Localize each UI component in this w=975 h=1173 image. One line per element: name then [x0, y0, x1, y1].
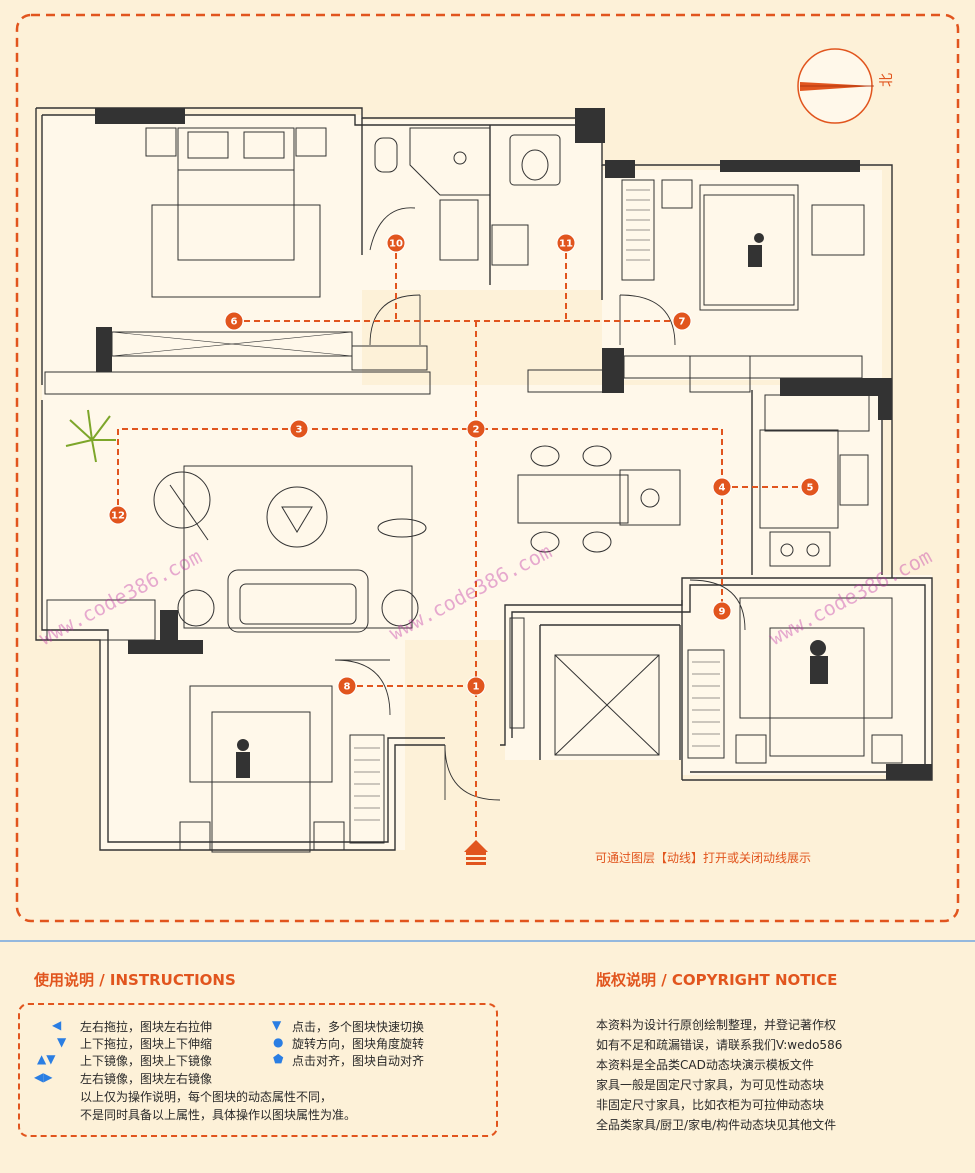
instruction-item: 左右镜像，图块左右镜像 — [80, 1072, 213, 1086]
plan-frame — [15, 13, 960, 923]
route-marker-label: 4 — [719, 483, 726, 494]
flip-vertical-icon: ▲▼ — [37, 1052, 56, 1066]
route-marker-label: 8 — [344, 682, 351, 693]
copyright-line: 非固定尺寸家具，比如衣柜为可拉伸动态块 — [596, 1098, 825, 1112]
cabinets — [44, 179, 863, 844]
copyright-line: 本资料为设计行原创绘制整理，并登记著作权 — [596, 1018, 837, 1032]
layer-hint-text: 可通过图层【动线】打开或关闭动线展示 — [595, 851, 812, 865]
route-marker-label: 5 — [807, 483, 814, 494]
circulation-lines — [117, 243, 810, 840]
route-marker-8: 8 — [337, 676, 357, 696]
master-bed — [145, 127, 327, 298]
instruction-item: 上下镜像，图块上下镜像 — [80, 1054, 213, 1068]
dining-furniture — [517, 445, 681, 553]
instruction-item: 上下拖拉，图块上下伸缩 — [80, 1037, 213, 1051]
route-marker-label: 7 — [679, 317, 686, 328]
route-marker-7: 7 — [672, 311, 692, 331]
instruction-item: 旋转方向，图块角度旋转 — [292, 1037, 425, 1051]
route-marker-label: 10 — [389, 239, 403, 250]
instruction-note: 不是同时具备以上属性，具体操作以图块属性为准。 — [80, 1108, 357, 1122]
route-marker-1: 1 — [466, 676, 486, 696]
bedroom-sw-bed — [179, 685, 345, 853]
route-marker-label: 6 — [231, 317, 238, 328]
route-marker-12: 12 — [108, 505, 128, 525]
person-icons — [236, 233, 828, 778]
route-marker-label: 2 — [473, 425, 480, 436]
arrow-left-icon: ◀ — [52, 1018, 62, 1032]
flip-horizontal-icon: ◀▶ — [34, 1070, 53, 1084]
copyright-line: 家具一般是固定尺寸家具，为可见性动态块 — [596, 1078, 825, 1092]
instruction-item: 左右拖拉，图块左右拉伸 — [80, 1020, 213, 1034]
arrow-down-icon: ▼ — [57, 1035, 67, 1049]
compass-north-icon: 北 — [797, 48, 895, 124]
route-marker-label: 11 — [559, 239, 573, 250]
svg-text:北: 北 — [879, 73, 895, 87]
copyright-line: 如有不足和疏漏错误，请联系我们V:wedo586 — [596, 1038, 843, 1052]
route-marker-9: 9 — [712, 601, 732, 621]
bathroom-fixtures — [374, 127, 561, 266]
route-marker-label: 9 — [719, 607, 726, 618]
route-marker-6: 6 — [224, 311, 244, 331]
route-marker-3: 3 — [289, 419, 309, 439]
floor-area — [42, 115, 932, 850]
instruction-item: 点击对齐，图块自动对齐 — [292, 1054, 425, 1068]
route-marker-4: 4 — [712, 477, 732, 497]
plant-icon — [65, 409, 116, 463]
cabinet-hatching — [111, 189, 720, 821]
route-marker-2: 2 — [466, 419, 486, 439]
instructions-title: 使用说明 / INSTRUCTIONS — [34, 971, 236, 989]
route-marker-11: 11 — [556, 233, 576, 253]
bedroom-se-bed — [735, 597, 903, 764]
route-marker-label: 3 — [296, 425, 303, 436]
route-marker-label: 1 — [473, 682, 480, 693]
route-marker-5: 5 — [800, 477, 820, 497]
instruction-item: 点击，多个图块快速切换 — [292, 1020, 425, 1034]
copyright-line: 本资料是全品类CAD动态块演示模板文件 — [596, 1058, 814, 1072]
pentagon-icon: ⬟ — [273, 1052, 284, 1066]
copyright-line: 全品类家具/厨卫/家电/构件动态块见其他文件 — [596, 1118, 837, 1132]
walls — [35, 107, 933, 851]
living-room-furniture — [153, 465, 427, 633]
instruction-note: 以上仅为操作说明，每个图块的动态属性不同， — [80, 1090, 333, 1104]
route-marker-10: 10 — [386, 233, 406, 253]
bedroom-ne-bed — [661, 179, 865, 311]
route-marker-label: 12 — [111, 511, 125, 522]
instructions-box — [18, 1003, 498, 1137]
kitchen-fixtures — [759, 394, 870, 567]
circle-icon: ● — [273, 1035, 284, 1049]
entrance-arrow-icon — [464, 840, 488, 865]
copyright-title: 版权说明 / COPYRIGHT NOTICE — [596, 971, 838, 989]
triangle-down-icon: ▼ — [272, 1018, 282, 1032]
elevator — [554, 654, 660, 756]
